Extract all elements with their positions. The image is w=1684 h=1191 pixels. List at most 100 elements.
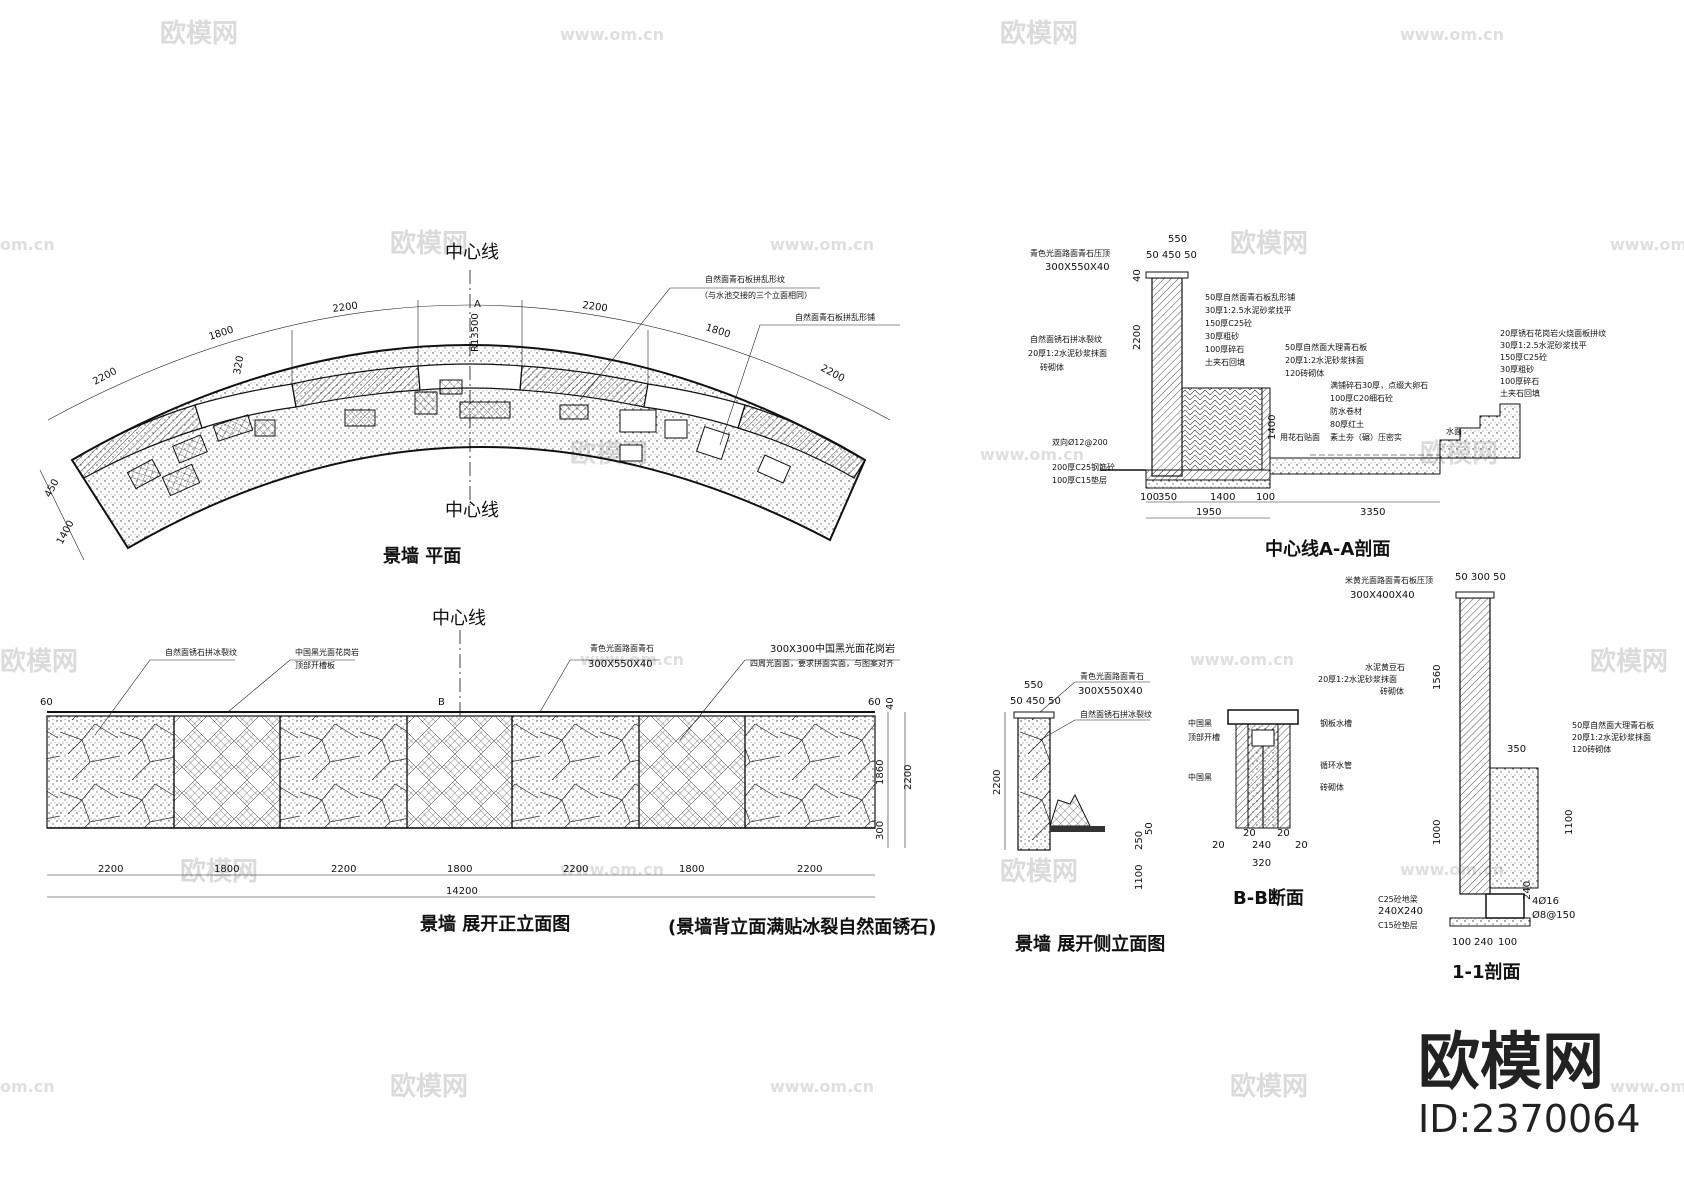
- side-dim-50-450-50: 50 450 50: [1010, 696, 1061, 707]
- plan-note-1-sub: （与水池交接的三个立面相同）: [700, 290, 812, 300]
- 11-title: 1-1剖面: [1452, 961, 1521, 983]
- front-note-d1: 300X300中国黑光面花岗岩: [770, 642, 895, 655]
- side-dim-550: 550: [1024, 680, 1043, 691]
- svg-text:1800: 1800: [704, 322, 732, 340]
- svg-text:2200: 2200: [332, 301, 359, 315]
- svg-text:20: 20: [1212, 840, 1225, 851]
- side-dim-1100: 1100: [1134, 865, 1145, 890]
- watermark-brand: 欧模网: [1230, 228, 1308, 259]
- watermark-brand: 欧模网: [160, 18, 238, 49]
- svg-text:1400: 1400: [1210, 492, 1235, 503]
- front-note-c2: 300X550X40: [588, 659, 653, 670]
- svg-text:2200: 2200: [91, 366, 119, 388]
- svg-text:100: 100: [1256, 492, 1275, 503]
- aa-dim-50-450-50: 50 450 50: [1146, 250, 1197, 261]
- svg-text:30厚1:2.5水泥砂浆找平: 30厚1:2.5水泥砂浆找平: [1500, 340, 1587, 350]
- front-dim-right-40: 40: [885, 697, 896, 710]
- side-note-2: 300X550X40: [1078, 686, 1143, 697]
- svg-text:1800: 1800: [447, 864, 472, 875]
- panel-crack-4: [744, 715, 876, 829]
- side-dim-50: 50: [1144, 822, 1155, 835]
- aa-cap-note-2: 300X550X40: [1045, 262, 1110, 273]
- front-note-b1: 中国黑光面花岗岩: [295, 647, 359, 657]
- svg-text:中国黑: 中国黑: [1188, 718, 1212, 728]
- svg-text:4Ø16: 4Ø16: [1532, 895, 1559, 907]
- svg-text:自然面锈石拼冰裂纹: 自然面锈石拼冰裂纹: [1030, 334, 1102, 344]
- plan-section-mark: A: [474, 299, 481, 310]
- watermark-brand: 欧模网: [390, 1071, 468, 1102]
- side-dim-2200: 2200: [992, 770, 1003, 795]
- svg-text:200厚C25钢筋砼: 200厚C25钢筋砼: [1052, 462, 1115, 472]
- svg-text:1800: 1800: [679, 864, 704, 875]
- svg-text:120砖砌体: 120砖砌体: [1285, 368, 1324, 378]
- svg-text:满铺碎石30厚，点缀大卵石: 满铺碎石30厚，点缀大卵石: [1330, 380, 1428, 390]
- watermark-url: www.om.cn: [980, 445, 1084, 464]
- plan-note-1: 自然面青石板拼乱形纹: [705, 274, 785, 284]
- svg-text:100: 100: [1140, 492, 1159, 503]
- svg-text:土夹石回填: 土夹石回填: [1500, 388, 1540, 398]
- front-section-mark: B: [438, 697, 445, 708]
- svg-text:2200: 2200: [331, 864, 356, 875]
- 11-right-notes: 50厚自然面大理青石板 20厚1:2水泥砂浆抹面 120砖砌体: [1572, 720, 1654, 754]
- svg-text:2200: 2200: [563, 864, 588, 875]
- svg-text:1800: 1800: [208, 325, 236, 343]
- svg-text:50厚自然面青石板乱形铺: 50厚自然面青石板乱形铺: [1205, 292, 1295, 302]
- watermark-brand: 欧模网: [1000, 18, 1078, 49]
- svg-text:150厚C25砼: 150厚C25砼: [1205, 318, 1252, 328]
- aa-bottom-left-notes: 双向Ø12@200 200厚C25钢筋砼 100厚C15垫层: [1052, 437, 1115, 485]
- brand-id: ID:2370064: [1418, 1097, 1641, 1141]
- aa-pool-edge: 用花石贴面: [1280, 432, 1320, 442]
- 11-rebar-notes: 4Ø16 Ø8@150: [1532, 895, 1575, 921]
- svg-text:100厚C20细石砼: 100厚C20细石砼: [1330, 393, 1393, 403]
- panel-diamond-1: [173, 715, 281, 829]
- svg-text:240X240: 240X240: [1378, 906, 1423, 917]
- svg-text:3350: 3350: [1360, 507, 1385, 518]
- front-centerline-label: 中心线: [432, 608, 486, 629]
- svg-text:30厚粗砂: 30厚粗砂: [1205, 331, 1239, 341]
- panel-diamond-3: [638, 715, 746, 829]
- svg-text:20: 20: [1243, 828, 1256, 839]
- 11-beam-notes: C25砼地梁 240X240 C15砼垫层: [1378, 894, 1423, 930]
- watermark-url: www.om.cn: [770, 1077, 874, 1096]
- svg-text:100厚C15垫层: 100厚C15垫层: [1052, 475, 1107, 485]
- aa-water: 水面: [1446, 426, 1462, 436]
- section-bb: 中国黑 顶部开槽 中国黑 钢板水槽 循环水管 砖砌体 20 20 240 20 …: [1188, 709, 1352, 909]
- side-note-3: 自然面锈石拼冰裂纹: [1080, 709, 1152, 719]
- watermark-brand: 欧模网: [180, 856, 258, 887]
- svg-text:土夹石回填: 土夹石回填: [1205, 357, 1245, 367]
- watermark-url: om.cn: [0, 235, 55, 254]
- front-title: 景墙 展开正立面图: [420, 913, 570, 935]
- aa-left-notes: 自然面锈石拼冰裂纹 20厚1:2水泥砂浆抹面 砖砌体: [1028, 334, 1107, 372]
- watermark-url: www.om.cn: [1610, 1077, 1684, 1096]
- svg-text:50厚自然面大理青石板: 50厚自然面大理青石板: [1285, 342, 1367, 352]
- svg-text:100厚碎石: 100厚碎石: [1500, 376, 1539, 386]
- panel-diamond-2: [406, 715, 513, 829]
- svg-text:双向Ø12@200: 双向Ø12@200: [1052, 437, 1108, 447]
- plan-centerline-label-top: 中心线: [445, 242, 499, 263]
- svg-text:20厚1:2水泥砂浆抹面: 20厚1:2水泥砂浆抹面: [1285, 355, 1364, 365]
- watermark-brand: 欧模网: [390, 228, 468, 259]
- svg-text:350: 350: [1158, 492, 1177, 503]
- svg-text:钢板水槽: 钢板水槽: [1320, 718, 1352, 728]
- watermark-url: om.cn: [0, 1077, 55, 1096]
- front-dim-60-right: 60: [868, 697, 881, 708]
- svg-text:50厚自然面大理青石板: 50厚自然面大理青石板: [1572, 720, 1654, 730]
- section-aa: 550 50 450 50 青色光面路面青石压顶 300X550X40 40 2…: [1028, 234, 1606, 560]
- bb-left-notes: 中国黑 顶部开槽 中国黑: [1188, 718, 1220, 782]
- svg-text:20: 20: [1295, 840, 1308, 851]
- svg-text:循环水管: 循环水管: [1320, 760, 1352, 770]
- front-bottom-dimensions: 2200 1800 2200 1800 2200 1800 2200 14200: [98, 864, 822, 897]
- svg-text:砖砌体: 砖砌体: [1380, 686, 1404, 696]
- svg-text:100: 100: [1452, 937, 1471, 948]
- 11-dim-1100: 1100: [1564, 810, 1575, 835]
- svg-text:20厚1:2水泥砂浆抹面: 20厚1:2水泥砂浆抹面: [1318, 674, 1397, 684]
- svg-text:240: 240: [1522, 881, 1533, 900]
- svg-text:Ø8@150: Ø8@150: [1532, 909, 1575, 921]
- svg-text:水泥黄豆石: 水泥黄豆石: [1365, 662, 1405, 672]
- front-note-a: 自然面锈石拼冰裂纹: [165, 647, 237, 657]
- svg-text:30厚粗砂: 30厚粗砂: [1500, 364, 1534, 374]
- front-dim-right-1860: 1860: [875, 760, 886, 785]
- 11-bottom-dimensions: 100 240 100 240: [1452, 881, 1533, 948]
- watermark-url: www.om.cn: [560, 25, 664, 44]
- front-subtitle: (景墙背立面满贴冰裂自然面锈石): [668, 916, 936, 938]
